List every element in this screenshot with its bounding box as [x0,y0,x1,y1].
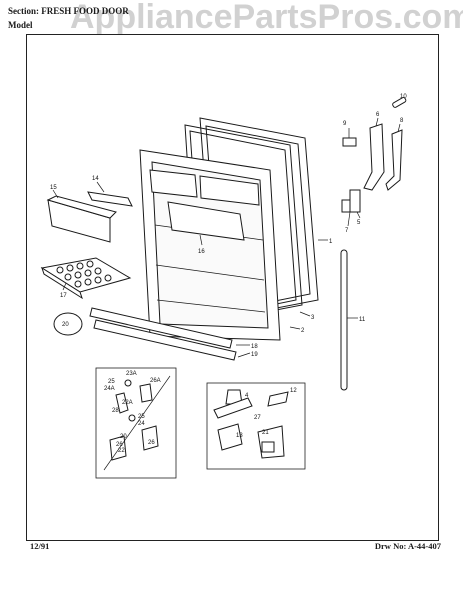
door-bin [46,189,117,243]
door-shelf-small [87,181,133,207]
callout-5: 5 [357,220,361,226]
footer-date: 12/91 [30,541,50,551]
callout-24a: 24A [104,386,115,392]
model-header: Model [8,20,33,30]
callout-14: 14 [92,176,99,182]
callout-16: 16 [198,249,205,255]
callout-28: 28 [112,408,119,414]
callout-3: 3 [311,315,315,321]
callout-20b: 20 [120,434,127,440]
egg-tray [40,257,132,300]
callout-labels: 10 9 6 8 5 7 1 11 3 2 14 15 16 17 20 18 … [50,94,407,454]
callout-26b: 26 [116,442,123,448]
callout-27: 27 [254,415,261,421]
section-title: FRESH FOOD DOOR [41,6,129,16]
section-header: Section: FRESH FOOD DOOR [8,6,129,16]
inset-hinge-parts [95,367,177,479]
inner-door-liner [139,149,281,341]
callout-6: 6 [376,112,380,118]
model-label: Model [8,20,33,30]
drawing-number: Drw No: A-44-407 [374,541,441,551]
callout-15: 15 [50,185,57,191]
callout-22a: 22A [122,400,133,406]
callout-26a: 26A [150,378,161,384]
callout-1: 1 [329,239,333,245]
door-strip [340,249,358,391]
door-handle-trim [53,307,251,361]
callout-11: 11 [359,317,366,323]
callout-22: 22 [118,448,125,454]
callout-9: 9 [343,121,347,127]
section-label: Section: [8,6,39,16]
callout-8: 8 [400,118,404,124]
callout-4: 4 [245,393,249,399]
callout-13: 13 [236,433,243,439]
callout-25b: 25 [138,414,145,420]
callout-20: 20 [62,322,69,328]
dairy-compartment [167,201,245,246]
callout-17: 17 [60,293,67,299]
callout-24b: 24 [138,421,145,427]
callout-12: 12 [290,388,297,394]
callout-23a: 23A [126,371,137,377]
callout-26: 26 [148,440,155,446]
hinge-hardware [341,97,407,227]
callout-2: 2 [301,328,305,334]
inset-closure-parts [206,382,306,470]
callout-10: 10 [400,94,407,100]
callout-7: 7 [345,228,349,234]
callout-25: 25 [108,379,115,385]
watermark: AppliancePartsPros.com [70,0,463,36]
callout-21: 21 [262,430,269,436]
egg-cups [56,260,112,288]
callout-18: 18 [251,344,258,350]
diagram-frame [26,34,439,541]
callout-19: 19 [251,352,258,358]
